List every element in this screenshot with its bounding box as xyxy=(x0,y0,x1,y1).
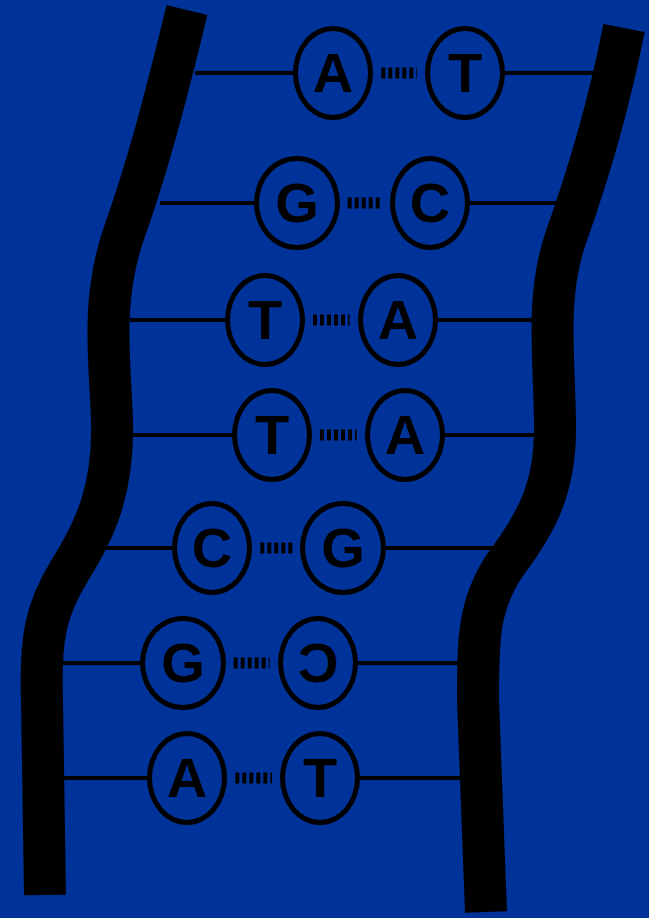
base-circle: C xyxy=(278,616,359,710)
base-circle: A xyxy=(293,26,374,120)
base-letter: A xyxy=(385,407,425,463)
hydrogen-bond xyxy=(234,657,270,668)
base-letter: G xyxy=(321,520,365,576)
base-letter: G xyxy=(275,175,319,231)
base-circle: C xyxy=(390,156,471,250)
base-letter: C xyxy=(192,520,232,576)
hydrogen-bond xyxy=(348,197,382,208)
base-circle: G xyxy=(300,501,385,595)
base-letter: G xyxy=(161,635,205,691)
base-letter: A xyxy=(378,292,418,348)
base-circle: A xyxy=(365,388,446,482)
hydrogen-bond xyxy=(313,314,350,325)
base-circle: T xyxy=(280,731,360,825)
base-letter: A xyxy=(313,45,353,101)
base-circle: A xyxy=(147,731,228,825)
base-circle: T xyxy=(425,26,505,120)
base-circle: T xyxy=(232,388,312,482)
base-letter: T xyxy=(448,45,482,101)
hydrogen-bond xyxy=(235,772,272,783)
base-letter: T xyxy=(248,292,282,348)
base-letter: C xyxy=(298,635,338,691)
hydrogen-bond xyxy=(320,429,357,440)
base-letter: C xyxy=(410,175,450,231)
base-circle: T xyxy=(225,273,305,367)
base-circle: G xyxy=(140,616,225,710)
right-backbone xyxy=(478,28,624,912)
base-letter: T xyxy=(255,407,289,463)
base-circle: C xyxy=(172,501,253,595)
base-letter: T xyxy=(303,750,337,806)
hydrogen-bond xyxy=(381,67,417,78)
rungs xyxy=(60,73,595,778)
base-circle: A xyxy=(358,273,439,367)
base-letter: A xyxy=(167,750,207,806)
base-circle: G xyxy=(254,156,339,250)
hydrogen-bond xyxy=(260,542,292,553)
